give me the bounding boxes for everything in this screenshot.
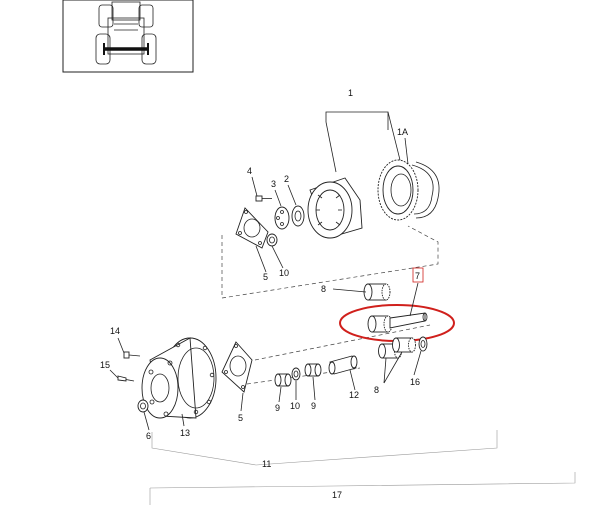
label-15: 15	[100, 360, 110, 370]
assembly-bracket-11	[151, 430, 498, 466]
triangular-plate-lower	[221, 341, 253, 393]
label-1a: 1A	[397, 127, 408, 137]
stud-bolt	[123, 351, 141, 359]
label-9-right: 9	[311, 401, 316, 411]
highlight-label-box	[412, 267, 424, 283]
bolt-upper	[255, 195, 272, 202]
label-1: 1	[348, 88, 353, 98]
wheel-hub	[141, 337, 217, 419]
pin-15	[117, 375, 135, 382]
label-7: 7	[415, 271, 420, 281]
label-8-lower: 8	[374, 385, 379, 395]
label-6: 6	[146, 431, 151, 441]
planet-gear-lower-b	[392, 337, 416, 353]
label-2: 2	[284, 174, 289, 184]
label-14: 14	[110, 326, 120, 336]
snap-ring-upper	[266, 233, 278, 247]
pin-shaft	[328, 355, 358, 375]
triangular-plate-upper	[235, 207, 269, 249]
planet-carrier-housing	[307, 177, 363, 239]
label-9-left: 9	[275, 403, 280, 413]
thrust-washer	[291, 205, 305, 227]
label-5-lower: 5	[238, 413, 243, 423]
spacer-10-lower	[291, 367, 301, 381]
dashed-axis-lower	[239, 324, 431, 386]
label-13: 13	[180, 428, 190, 438]
label-5-upper: 5	[263, 272, 268, 282]
label-10-upper: 10	[279, 268, 289, 278]
assembly-bracket-17	[149, 472, 576, 505]
tractor-locator-thumbnail	[62, 0, 194, 73]
label-17: 17	[332, 490, 342, 500]
label-16: 16	[410, 377, 420, 387]
sun-gear-shaft	[367, 312, 428, 333]
callout-labels: 1 1A 2 3 4 5 10 8 7 14 15 6 13 5 9 10 9 …	[100, 88, 420, 500]
label-10-lower: 10	[290, 401, 300, 411]
dashed-group-upper	[221, 225, 439, 299]
label-3: 3	[271, 179, 276, 189]
planet-gear-upper	[363, 283, 391, 301]
label-11: 11	[262, 459, 271, 469]
pinned-spacer	[274, 206, 290, 230]
ring-gear	[377, 159, 440, 221]
label-12: 12	[349, 390, 359, 400]
label-8-upper: 8	[321, 284, 326, 294]
washer-16	[418, 336, 428, 352]
leader-lines	[109, 111, 422, 431]
clip-6	[137, 399, 149, 413]
bearing-9-right	[304, 363, 322, 377]
bearing-9-left	[274, 373, 292, 387]
label-4: 4	[247, 166, 252, 176]
